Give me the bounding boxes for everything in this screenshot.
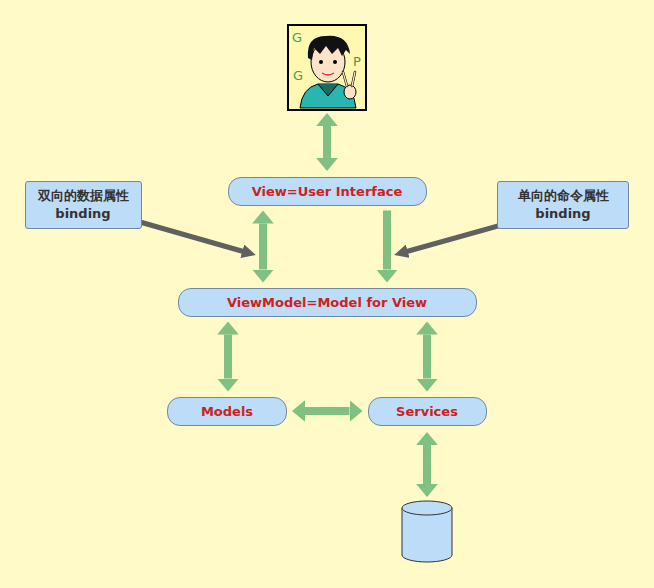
binding-arrow: [383, 211, 391, 270]
binding-arrow: [305, 407, 350, 415]
services-box: Services: [368, 397, 487, 426]
database-symbol: [402, 501, 452, 562]
binding-arrow: [423, 335, 431, 379]
models-box: Models: [167, 397, 287, 426]
box-label: Models: [201, 404, 253, 419]
binding-arrow: [259, 224, 267, 270]
picture-letter: G: [292, 30, 302, 45]
callout-pointer: [140, 222, 245, 252]
callout-box: 单向的命令属性 binding: [497, 181, 629, 229]
box-label: ViewModel=Model for View: [227, 295, 427, 310]
callout-text: 单向的命令属性 binding: [504, 187, 622, 222]
picture-letter: G: [293, 68, 303, 83]
user-picture: [288, 25, 366, 110]
callout-text: 双向的数据属性 binding: [32, 187, 135, 222]
picture-letter: P: [353, 54, 361, 69]
viewmodel-box: ViewModel=Model for View: [178, 288, 477, 317]
binding-arrow: [224, 335, 232, 379]
view-box: View=User Interface: [228, 177, 427, 206]
callout-box: 双向的数据属性 binding: [25, 181, 142, 229]
user-arrow: [323, 126, 331, 158]
database-arrow: [423, 445, 431, 484]
box-label: Services: [396, 404, 458, 419]
box-label: View=User Interface: [252, 184, 403, 199]
callout-pointer: [405, 222, 512, 252]
